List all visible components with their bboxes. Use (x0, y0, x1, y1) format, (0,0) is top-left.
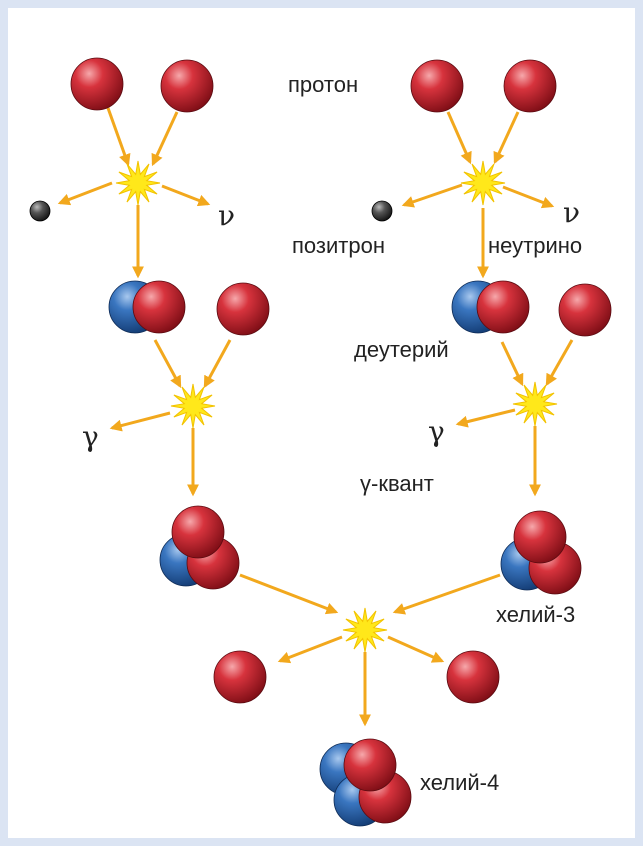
proton-sphere (514, 511, 566, 563)
proton-sphere (504, 60, 556, 112)
proton-sphere (214, 651, 266, 703)
label-deuterium: деутерий (354, 337, 449, 362)
label-neutrino: неутрино (488, 233, 582, 258)
label-proton: протон (288, 72, 358, 97)
proton-sphere (161, 60, 213, 112)
proton-sphere (477, 281, 529, 333)
positron-sphere (372, 201, 392, 221)
proton-sphere (344, 739, 396, 791)
label-helium4: хелий-4 (420, 770, 499, 795)
proton-sphere (172, 506, 224, 558)
label-gamma-quantum: γ-квант (360, 471, 434, 496)
proton-sphere (71, 58, 123, 110)
proton-sphere (217, 283, 269, 335)
proton-sphere (447, 651, 499, 703)
label-helium3: хелий-3 (496, 602, 575, 627)
proton-sphere (559, 284, 611, 336)
proton-sphere (411, 60, 463, 112)
neutrino-symbol: ν (218, 199, 235, 232)
label-positron: позитрон (292, 233, 385, 258)
positron-sphere (30, 201, 50, 221)
diagram-canvas (8, 8, 635, 838)
proton-sphere (133, 281, 185, 333)
neutrino-symbol: ν (563, 196, 580, 229)
gamma-symbol: γ (82, 420, 99, 453)
gamma-symbol: γ (428, 415, 445, 448)
